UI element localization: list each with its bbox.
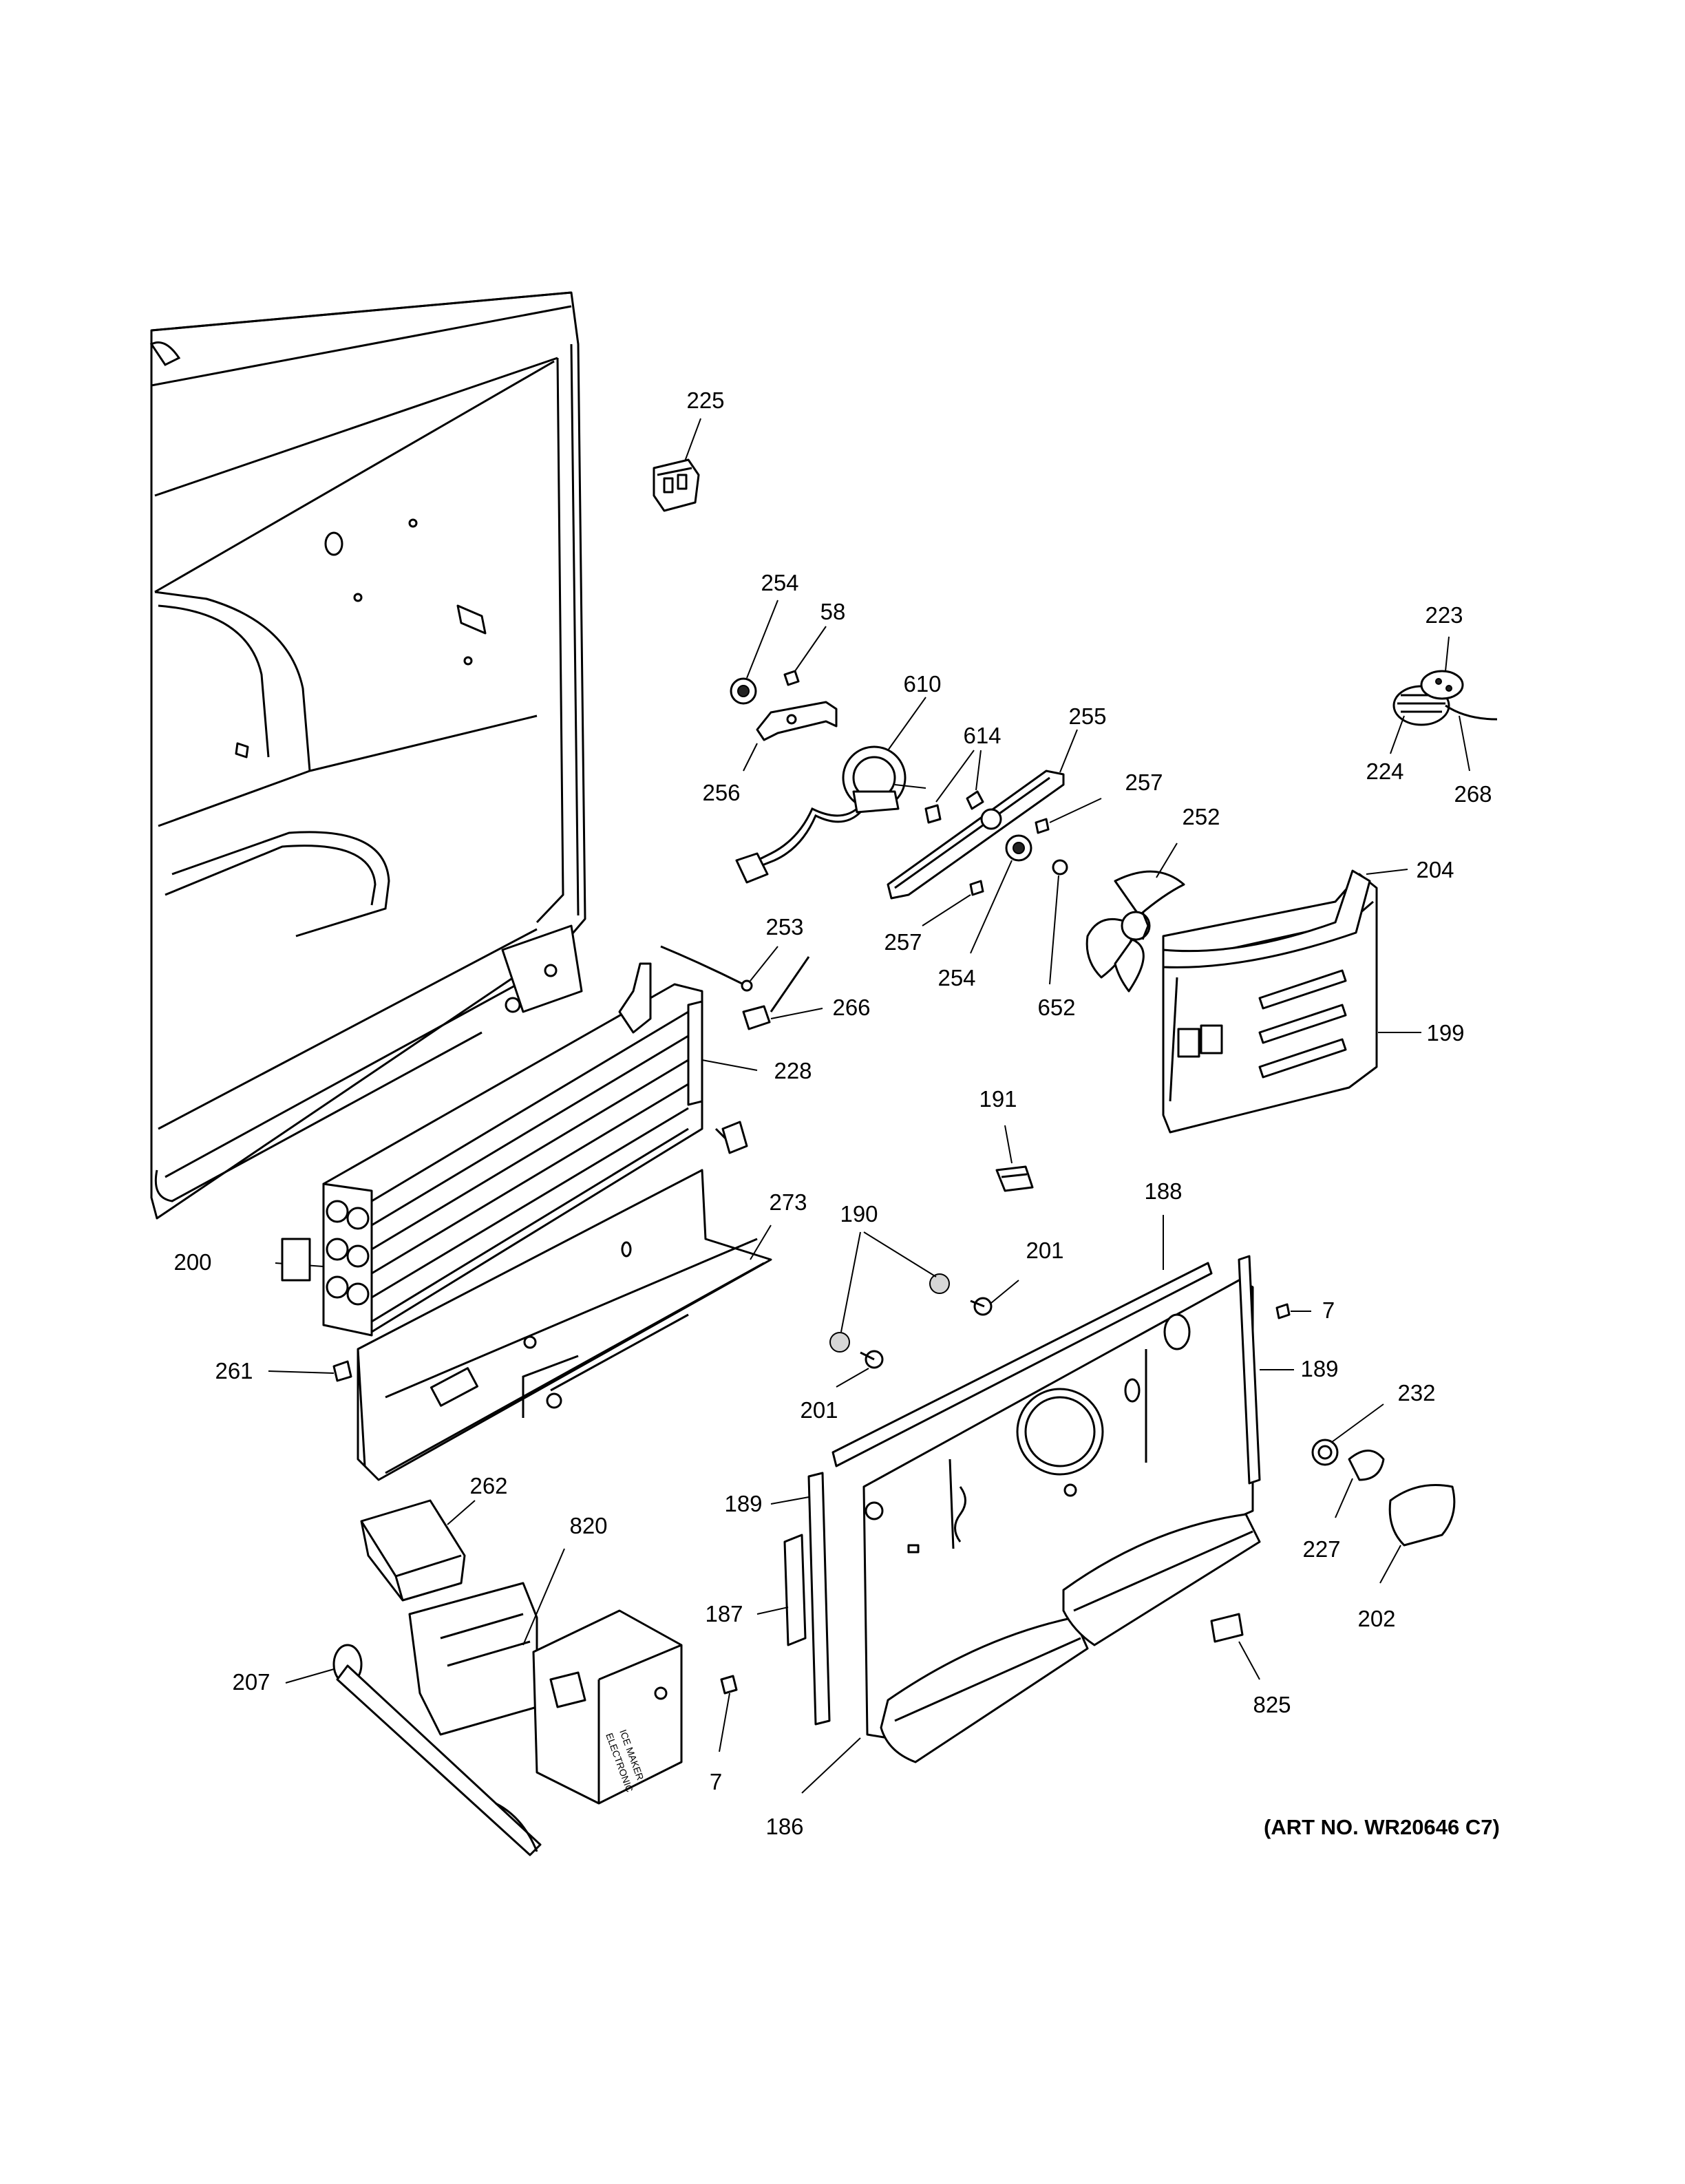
label-186: 186 xyxy=(765,1814,803,1839)
label-257-left: 257 xyxy=(884,929,922,955)
label-187: 187 xyxy=(705,1601,743,1626)
label-253: 253 xyxy=(765,914,803,940)
evaporator-228: 228 200 xyxy=(173,962,812,1337)
label-254-upper: 254 xyxy=(761,570,798,595)
label-820: 820 xyxy=(569,1513,607,1538)
label-652: 652 xyxy=(1037,995,1075,1020)
label-266: 266 xyxy=(832,995,870,1020)
evaporator-cover-panel: 188 189 189 187 186 7 7 xyxy=(705,1178,1338,1839)
label-256: 256 xyxy=(702,780,740,805)
label-207: 207 xyxy=(232,1669,270,1695)
label-262: 262 xyxy=(469,1473,507,1498)
label-614: 614 xyxy=(963,723,1001,748)
parts-190-201: 190 201 201 xyxy=(800,1201,1063,1423)
clip-191: 191 xyxy=(979,1086,1034,1192)
label-257-right: 257 xyxy=(1125,770,1163,795)
label-58: 58 xyxy=(820,599,846,624)
label-199: 199 xyxy=(1426,1020,1464,1046)
fan-motor-assembly: 254 58 256 610 614 255 257 xyxy=(702,570,1220,1020)
part-225-relay: 225 xyxy=(653,388,725,512)
label-228: 228 xyxy=(774,1058,812,1083)
sensor-assembly: 223 224 268 xyxy=(1366,602,1498,807)
label-261: 261 xyxy=(215,1358,253,1383)
label-610: 610 xyxy=(903,671,941,697)
freezer-liner xyxy=(149,291,586,1220)
label-188: 188 xyxy=(1144,1178,1182,1204)
label-268: 268 xyxy=(1454,781,1492,807)
art-number: (ART NO. WR20646 C7) xyxy=(1264,1815,1500,1839)
ice-maker-820: ELECTRONIC ICE MAKER 820 xyxy=(408,1513,683,1805)
label-200: 200 xyxy=(173,1249,211,1275)
label-191: 191 xyxy=(979,1086,1017,1112)
label-825: 825 xyxy=(1253,1692,1291,1717)
label-273: 273 xyxy=(769,1189,807,1215)
label-201-right: 201 xyxy=(1026,1238,1063,1263)
label-190: 190 xyxy=(840,1201,878,1227)
fill-tube-207: 207 xyxy=(232,1644,542,1856)
label-232: 232 xyxy=(1397,1380,1435,1406)
label-255: 255 xyxy=(1068,703,1106,729)
label-223: 223 xyxy=(1425,602,1463,628)
label-201-left: 201 xyxy=(800,1397,838,1423)
light-assembly: 232 227 202 825 xyxy=(1210,1380,1456,1717)
label-204: 204 xyxy=(1416,857,1454,882)
parts-253-266: 253 266 xyxy=(660,914,871,1030)
fan-cover: 204 199 xyxy=(1162,857,1465,1134)
label-254-lower: 254 xyxy=(937,965,975,990)
label-224: 224 xyxy=(1366,759,1403,784)
label-252: 252 xyxy=(1182,804,1220,829)
bin-262: 262 xyxy=(360,1473,508,1602)
drain-trough-273: 273 261 xyxy=(215,1169,807,1481)
label-225: 225 xyxy=(686,388,724,413)
label-202: 202 xyxy=(1357,1606,1395,1631)
label-189-left: 189 xyxy=(724,1491,762,1516)
label-189-right: 189 xyxy=(1300,1356,1338,1381)
label-227: 227 xyxy=(1302,1536,1340,1562)
label-7-upper: 7 xyxy=(1322,1297,1335,1323)
label-7-lower: 7 xyxy=(710,1769,722,1794)
